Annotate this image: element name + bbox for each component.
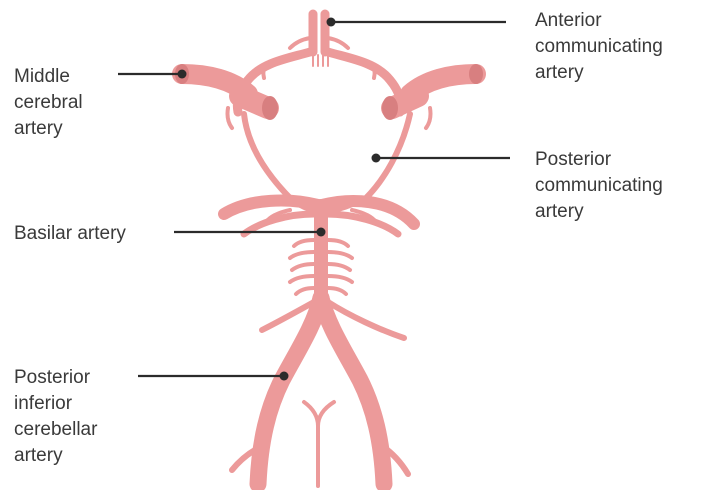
pontine-branch <box>296 288 314 294</box>
label-basilar-artery: Basilar artery <box>14 221 126 247</box>
pointer-anterior-communicating <box>327 18 507 27</box>
middle-cerebral-arteries <box>175 64 483 128</box>
pontine-branch <box>292 264 314 270</box>
anterior-branch-left <box>290 38 310 48</box>
basilar-artery-group <box>290 206 352 300</box>
pontine-branch <box>294 240 314 246</box>
label-posterior-communicating-artery: Posterior communicating artery <box>535 147 663 225</box>
label-posterior-inferior-cerebellar-artery: Posterior inferior cerebellar artery <box>14 365 97 469</box>
label-middle-cerebral-artery: Middle cerebral artery <box>14 64 83 142</box>
middle-cerebral-right-cut <box>469 64 483 84</box>
pontine-branch <box>328 264 350 270</box>
internal-carotid-left-cut <box>262 96 278 120</box>
pontine-branch <box>328 252 352 258</box>
anterior-branch-right <box>328 38 348 48</box>
pontine-branch <box>290 276 314 282</box>
label-anterior-communicating-artery: Anterior communicating artery <box>535 8 663 86</box>
pontine-branch <box>328 288 346 294</box>
superior-cerebellar-right <box>326 214 398 234</box>
pontine-branch <box>328 276 352 282</box>
vertebral-arteries <box>258 298 384 486</box>
pontine-branch <box>328 240 348 246</box>
pointer-posterior-inferior-cerebellar <box>138 372 289 381</box>
internal-carotid-right-cut <box>382 96 398 120</box>
anterior-communicating-striations <box>313 55 328 66</box>
pontine-branch <box>290 252 314 258</box>
